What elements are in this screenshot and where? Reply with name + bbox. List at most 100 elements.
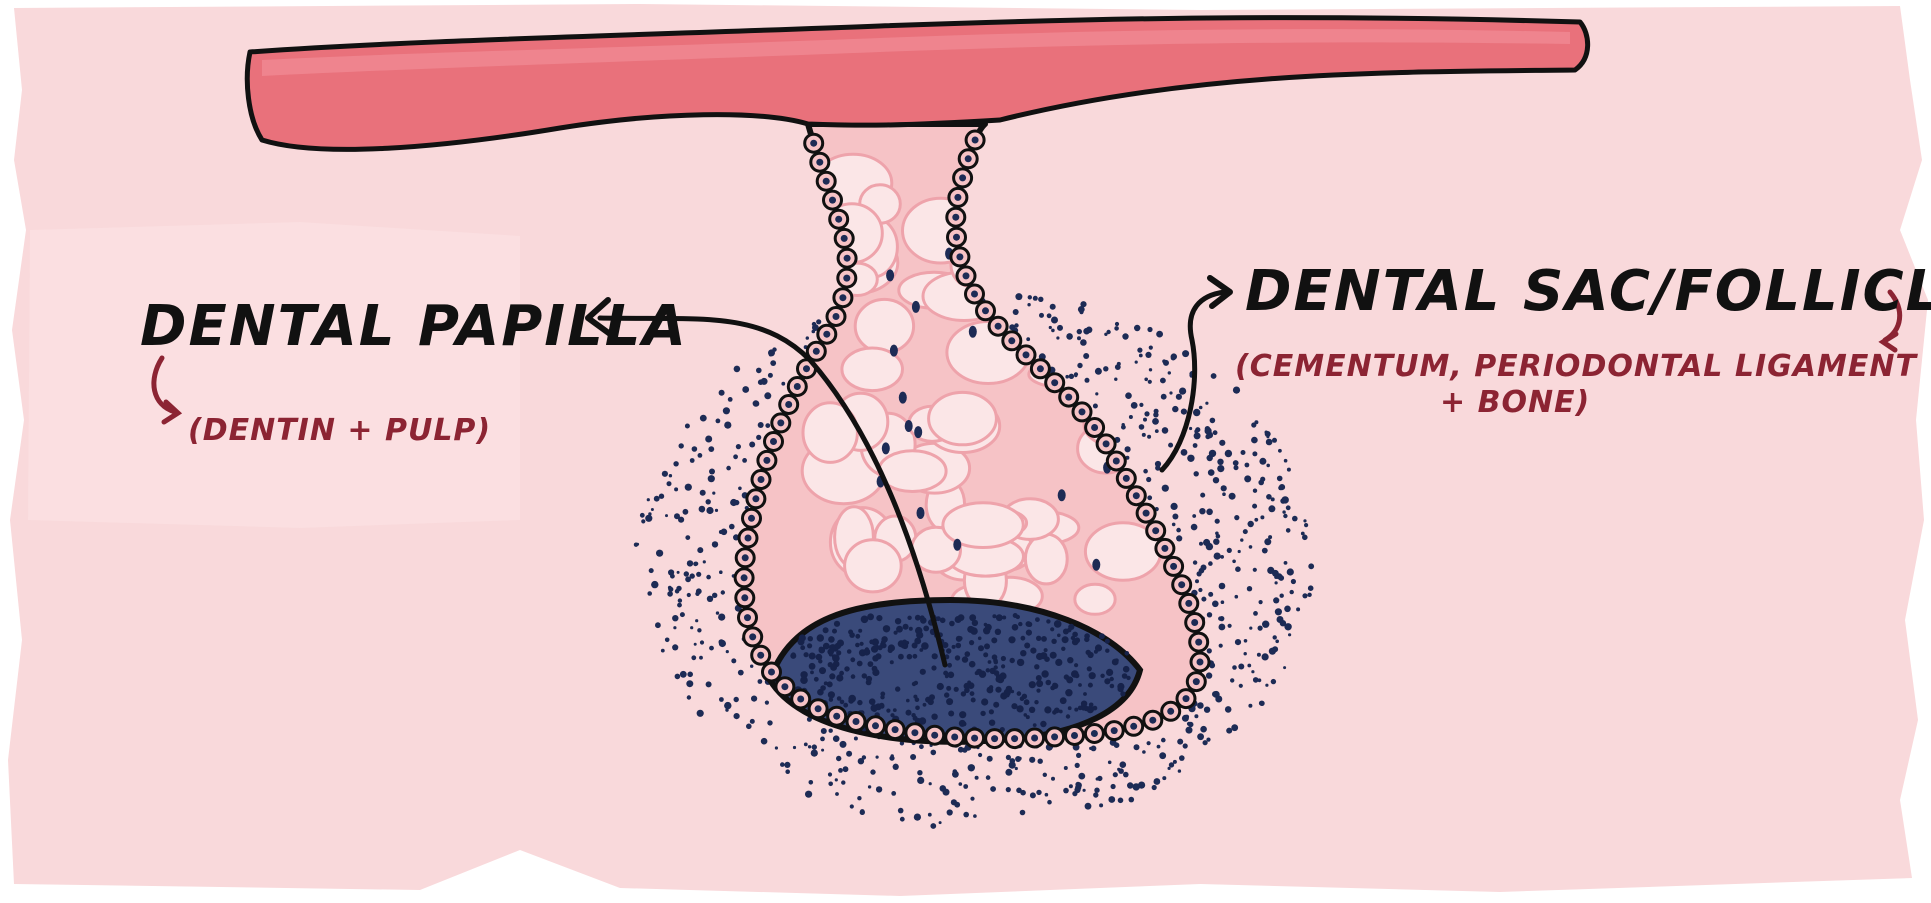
follicle-cell-dot (1235, 566, 1241, 572)
follicle-cell-dot (677, 603, 682, 608)
follicle-cell-dot (1219, 644, 1223, 648)
follicle-cell-dot (1018, 757, 1021, 760)
follicle-cell-dot (850, 804, 854, 808)
follicle-cell-dot (1195, 429, 1199, 433)
follicle-cell-dot (656, 550, 663, 557)
follicle-cell-dot (1252, 451, 1257, 456)
follicle-cell-dot (1219, 624, 1226, 631)
papilla-cell-dot (1036, 675, 1042, 681)
follicle-cell-dot (1069, 374, 1074, 379)
papilla-cell-dot (955, 655, 960, 660)
papilla-cell-dot (1064, 674, 1069, 679)
follicle-cell-dot (900, 817, 905, 822)
follicle-cell-dot (1249, 627, 1252, 630)
papilla-cell-dot (912, 682, 916, 686)
follicle-cell-dot (1262, 653, 1269, 660)
follicle-cell-dot (1253, 568, 1257, 572)
follicle-cell-dot (1254, 518, 1258, 522)
follicle-cell-dot (668, 569, 674, 575)
papilla-cell-dot (981, 698, 988, 705)
follicle-cell-dot (1033, 296, 1038, 301)
follicle-cell-dot (1152, 785, 1157, 790)
follicle-cell-dot (1187, 455, 1194, 462)
follicle-cell-dot (765, 701, 769, 705)
papilla-cell-dot (868, 661, 874, 667)
epithelial-cell-nucleus (1195, 639, 1202, 646)
follicle-cell-dot (1194, 471, 1199, 476)
papilla-cell-dot (860, 642, 864, 646)
epithelial-cell-nucleus (952, 214, 959, 221)
follicle-cell-dot (1207, 612, 1212, 617)
follicle-cell-dot (679, 443, 684, 448)
papilla-cell-dot (914, 638, 921, 645)
follicle-cell-dot (1260, 477, 1265, 482)
follicle-cell-dot (1194, 714, 1198, 718)
follicle-cell-dot (767, 720, 772, 725)
papilla-cell-dot (923, 626, 929, 632)
follicle-cell-dot (685, 535, 690, 540)
papilla-cell-dot (931, 714, 937, 720)
follicle-cell-dot (634, 543, 638, 547)
papilla-cell-dot (1081, 701, 1087, 707)
follicle-cell-dot (1009, 324, 1015, 330)
follicle-cell-dot (676, 586, 681, 591)
follicle-cell-dot (1111, 784, 1116, 789)
follicle-cell-dot (1192, 514, 1196, 518)
papilla-cell-dot (843, 703, 848, 708)
epithelial-cell-nucleus (833, 313, 840, 320)
follicle-cell-dot (1247, 664, 1251, 668)
follicle-cell-dot (931, 750, 937, 756)
papilla-cell-dot (949, 621, 955, 627)
follicle-cell-dot (1063, 788, 1069, 794)
follicle-cell-dot (724, 422, 731, 429)
follicle-cell-dot (1227, 548, 1232, 553)
follicle-cell-dot (841, 780, 845, 784)
follicle-cell-dot (742, 458, 747, 463)
papilla-cell-dot (881, 643, 886, 648)
follicle-cell-dot (986, 775, 991, 780)
papilla-cell-dot (1018, 622, 1022, 626)
papilla-cell-dot (1000, 692, 1007, 699)
follicle-cell-dot (1104, 333, 1107, 336)
papilla-cell-dot (993, 702, 999, 708)
follicle-cell-dot (1123, 772, 1129, 778)
papilla-cell-dot (1017, 691, 1022, 696)
follicle-cell-dot (706, 575, 711, 580)
follicle-cell-dot (703, 560, 706, 563)
follicle-cell-dot (1156, 331, 1163, 338)
papilla-cell-dot (1041, 670, 1048, 677)
papilla-cell-dot (1041, 636, 1047, 642)
follicle-cell-dot (708, 475, 715, 482)
epithelial-cell-nucleus (1197, 659, 1204, 666)
follicle-cell-dot (1117, 768, 1120, 771)
papilla-cell-dot (958, 614, 965, 621)
papilla-cell-dot (1078, 683, 1082, 687)
papilla-cell-dot (895, 686, 900, 691)
epithelial-cell-nucleus (1037, 365, 1044, 372)
papilla-cell-dot (940, 618, 946, 624)
follicle-cell-dot (1231, 724, 1238, 731)
papilla-cell-dot (872, 655, 878, 661)
follicle-cell-dot (1194, 432, 1201, 439)
follicle-cell-dot (685, 424, 690, 429)
follicle-cell-dot (718, 614, 725, 621)
follicle-cell-dot (1085, 378, 1090, 383)
follicle-cell-dot (753, 400, 759, 406)
follicle-cell-dot (1213, 477, 1219, 483)
papilla-cell-dot (869, 698, 876, 705)
epithelial-cell-nucleus (1091, 424, 1098, 431)
papilla-cell-dot (1125, 651, 1130, 656)
epithelial-cell-nucleus (763, 457, 770, 464)
papilla-cell-dot (1074, 708, 1078, 712)
follicle-cell-dot (719, 697, 724, 702)
follicle-cell-dot (655, 622, 661, 628)
epithelial-cell-nucleus (1091, 730, 1098, 737)
follicle-cell-dot (677, 571, 680, 574)
papilla-cell-dot (1126, 676, 1130, 680)
follicle-cell-dot (678, 598, 682, 602)
follicle-cell-dot (1239, 684, 1243, 688)
papilla-cell-dot (1068, 624, 1074, 630)
papilla-cell-dot (1050, 652, 1057, 659)
follicle-cell-dot (1278, 449, 1282, 453)
follicle-cell-dot (1206, 672, 1212, 678)
